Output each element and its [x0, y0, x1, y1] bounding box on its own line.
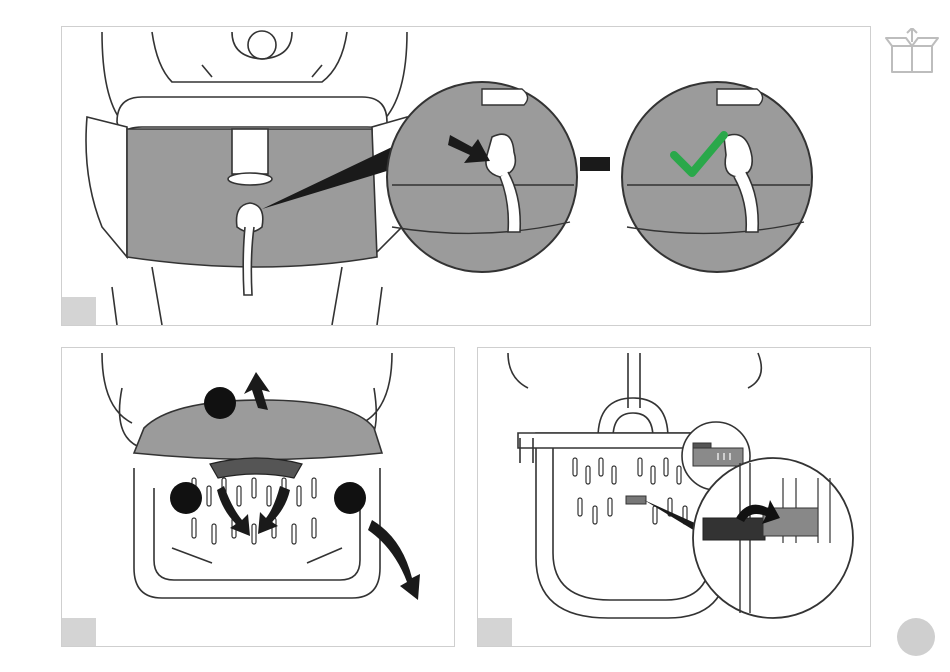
step-number-tab [62, 297, 96, 325]
top-illustration [62, 27, 870, 325]
bottom-left-illustration [62, 348, 454, 646]
step-number-tab [62, 618, 96, 646]
marker-3 [334, 482, 366, 514]
marker-2 [170, 482, 202, 514]
zoom-callout-velcro-large [693, 458, 853, 618]
instruction-panel-top [61, 26, 871, 326]
connector [580, 157, 610, 171]
bottom-right-illustration [478, 348, 870, 646]
zoom-callout-correct [622, 82, 812, 272]
page-indicator-dot [897, 618, 935, 656]
highlight-area [134, 400, 382, 460]
zoom-callout-pull [387, 82, 577, 272]
marker-1 [204, 387, 236, 419]
step-number-tab [478, 618, 512, 646]
instruction-panel-bottom-left [61, 347, 455, 647]
instruction-panel-bottom-right [477, 347, 871, 647]
box-with-up-arrow-icon [884, 28, 940, 76]
velcro-tab [626, 496, 646, 504]
